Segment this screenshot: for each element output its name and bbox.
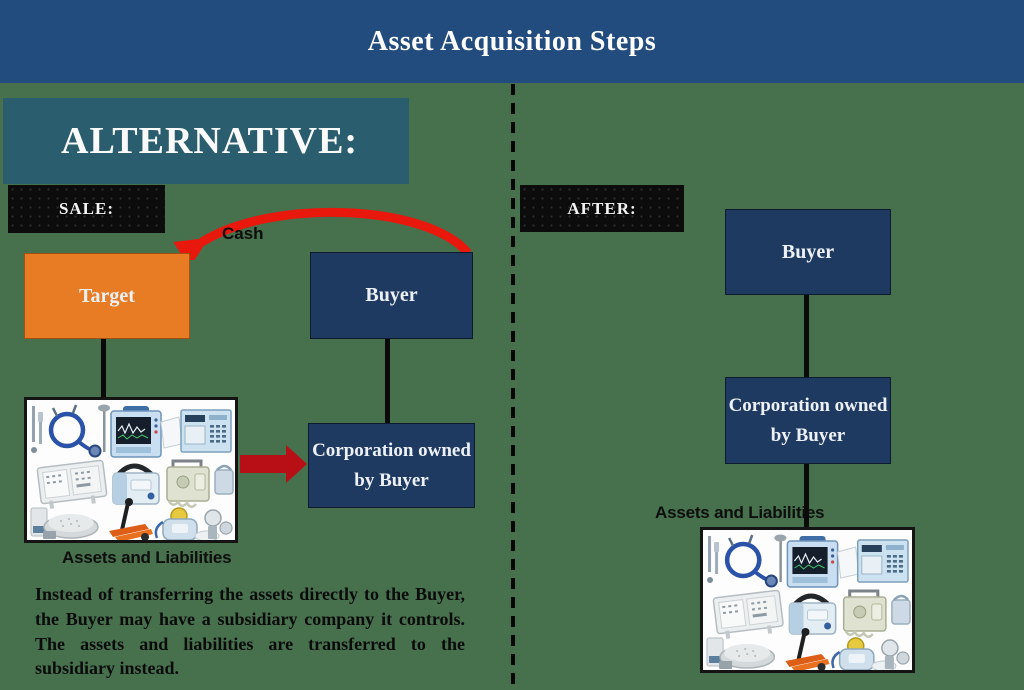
after-label-box: AFTER: — [520, 185, 684, 232]
transfer-arrow-icon — [240, 445, 307, 483]
node-corporation-left: Corporation owned by Buyer — [308, 423, 475, 508]
description-text: Instead of transferring the assets direc… — [35, 584, 465, 679]
cash-arrow-icon — [173, 207, 472, 260]
title-banner: Asset Acquisition Steps — [0, 0, 1024, 83]
node-corporation-right: Corporation owned by Buyer — [725, 377, 891, 464]
corporation-label: Corporation owned by Buyer — [728, 395, 888, 446]
cash-label: Cash — [222, 224, 264, 243]
page-title: Asset Acquisition Steps — [367, 25, 657, 57]
medical-equipment-collage — [27, 400, 235, 540]
medical-equipment-collage — [703, 530, 912, 670]
connector-target-assets — [101, 339, 106, 398]
assets-image-left — [24, 397, 238, 543]
sale-label: SALE: — [58, 199, 115, 218]
buyer-label: Buyer — [781, 240, 835, 263]
alternative-header: ALTERNATIVE: — [3, 98, 409, 184]
alternative-header-label: ALTERNATIVE: — [61, 120, 359, 162]
assets-liabilities-label-right: Assets and Liabilities — [655, 503, 825, 522]
node-buyer-left: Buyer — [310, 252, 473, 339]
sale-label-box: SALE: — [8, 185, 165, 233]
connector-buyer-corporation — [385, 339, 390, 424]
after-label: AFTER: — [567, 198, 637, 218]
connector-buyer-corporation-right — [804, 295, 809, 377]
connector-corporation-assets-right — [804, 464, 809, 528]
panel-divider — [511, 84, 515, 690]
node-target: Target — [24, 253, 190, 339]
target-label: Target — [79, 284, 135, 307]
corporation-label: Corporation owned by Buyer — [312, 440, 471, 491]
assets-image-right — [700, 527, 915, 673]
assets-liabilities-label-left: Assets and Liabilities — [62, 548, 232, 567]
node-buyer-right: Buyer — [725, 209, 891, 295]
buyer-label: Buyer — [365, 284, 418, 306]
